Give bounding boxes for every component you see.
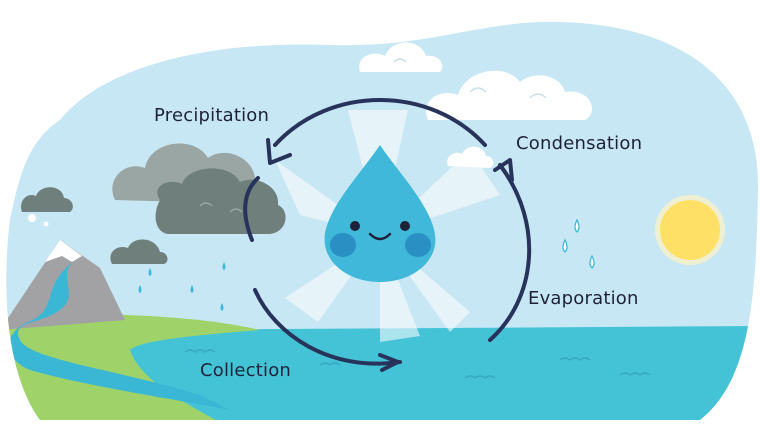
river-icon xyxy=(9,262,230,410)
cloud-icon-white-right xyxy=(426,70,593,120)
label-evaporation: Evaporation xyxy=(528,288,639,309)
cloud-icon-gray-small-left xyxy=(21,187,73,227)
cloud-icon-white-top xyxy=(359,42,443,72)
label-condensation: Condensation xyxy=(516,133,643,154)
land xyxy=(6,314,260,421)
label-collection: Collection xyxy=(200,360,292,381)
rain-drop-icon xyxy=(138,262,226,311)
cloud-icon-gray-small-mid xyxy=(110,239,168,264)
water-droplet-character xyxy=(324,145,436,282)
sea xyxy=(116,326,759,421)
sea-ripples xyxy=(184,349,651,379)
label-precipitation: Precipitation xyxy=(154,105,270,126)
evaporation-drop-icon xyxy=(562,218,595,269)
sun-icon xyxy=(655,195,725,265)
cycle-arrows xyxy=(243,98,532,372)
